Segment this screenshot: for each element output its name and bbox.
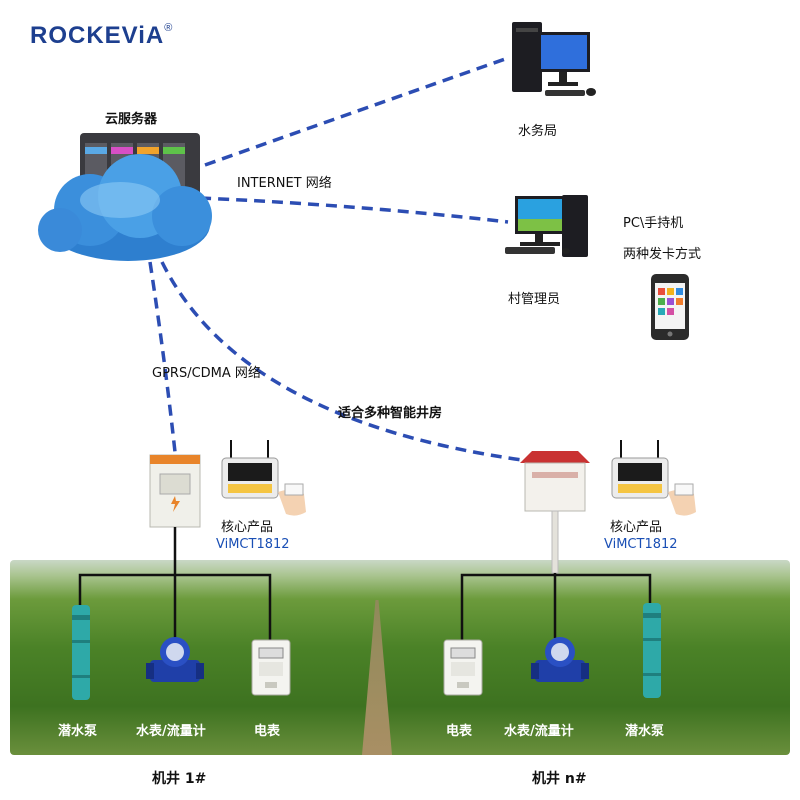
cloud-server-label: 云服务器: [105, 112, 158, 127]
water-bureau-label: 水务局: [518, 124, 558, 139]
link-cloud-well-1: [148, 261, 177, 453]
device-label-electric-meter-n: 电表: [446, 724, 473, 739]
core-product-label-n: 核心产品: [610, 520, 663, 535]
electric-meter-icon-1: [251, 639, 291, 696]
desktop-computer-icon-water-bureau: [512, 22, 596, 96]
brand-logo: ROCKEViA®: [30, 22, 174, 49]
device-label-water-meter-1: 水表/流量计: [136, 724, 206, 739]
link-cloud-well-n: [160, 261, 523, 462]
handheld-device-icon: [651, 274, 689, 340]
gprs-link-label: GPRS/CDMA 网络: [152, 366, 261, 381]
two-methods-label: 两种发卡方式: [623, 247, 702, 262]
product-model-n: ViMCT1812: [604, 537, 678, 552]
controller-device-icon-1: [221, 440, 306, 516]
submersible-pump-icon-1: [72, 605, 90, 700]
controller-device-icon-n: [611, 440, 696, 516]
internet-link-label: INTERNET 网络: [237, 176, 332, 191]
control-cabinet-well-1: [149, 454, 201, 575]
submersible-pump-icon-n: [643, 603, 661, 698]
link-cloud-water-bureau: [204, 56, 509, 167]
well-1-name: 机井 1#: [152, 771, 207, 787]
electric-meter-icon-n: [443, 639, 483, 696]
village-admin-label: 村管理员: [508, 292, 561, 307]
device-label-electric-meter-1: 电表: [254, 724, 281, 739]
pc-handheld-label: PC\手持机: [623, 216, 684, 231]
wiring-well-n: [460, 573, 652, 640]
desktop-computer-icon-village-admin: [505, 195, 588, 257]
cloud-icon: [38, 154, 212, 261]
well-n-name: 机井 n#: [532, 771, 587, 787]
control-cabinet-well-n: [520, 451, 590, 574]
core-product-label-1: 核心产品: [221, 520, 274, 535]
water-meter-icon-1: [146, 637, 204, 682]
smart-house-label: 适合多种智能井房: [338, 406, 443, 421]
device-label-water-meter-n: 水表/流量计: [504, 724, 574, 739]
device-label-pump-n: 潜水泵: [625, 724, 665, 739]
device-label-pump-1: 潜水泵: [58, 724, 98, 739]
link-cloud-village-admin: [199, 196, 509, 224]
water-meter-icon-n: [531, 637, 589, 682]
wiring-well-1: [78, 573, 272, 640]
product-model-1: ViMCT1812: [216, 537, 290, 552]
